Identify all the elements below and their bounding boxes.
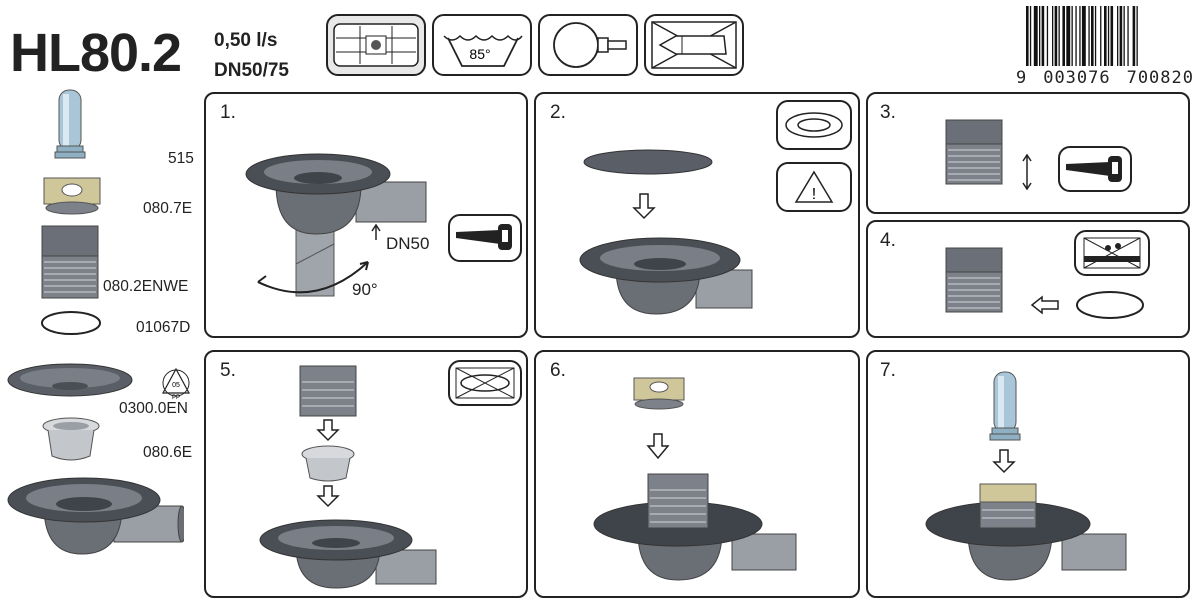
step-4-sleeve-illustration: [945, 247, 1003, 313]
barcode-bar: [1104, 6, 1107, 66]
barcode-bar: [1117, 6, 1119, 66]
barcode-bar: [1079, 6, 1081, 66]
barcode-bar: [1094, 6, 1097, 66]
no-lubricant-icon: [1074, 230, 1150, 276]
drain-body-illustration: [4, 470, 184, 560]
part-label-01067d: 01067D: [136, 319, 191, 336]
recycle-material: PP: [172, 395, 180, 400]
step-2-illustration: [579, 149, 753, 315]
no-flange-icon: [448, 360, 522, 406]
step-7-illustration: [925, 371, 1127, 581]
barcode-bars: [1026, 6, 1138, 66]
barcode-lead-digit: 9: [1016, 68, 1028, 88]
barcode-bar: [1026, 6, 1029, 66]
warning-icon: !: [776, 162, 852, 212]
insert-arrow-left-icon: [1030, 295, 1059, 315]
barcode-bar: [1062, 6, 1065, 66]
barcode-bar: [1081, 6, 1086, 66]
barcode-bar: [1046, 6, 1049, 66]
barcode-bar: [1091, 6, 1094, 66]
step-7-number: 7.: [880, 360, 896, 381]
step-1-angle-label: 90°: [352, 280, 378, 299]
barcode-bar: [1127, 6, 1129, 66]
step-1-panel: 1. DN50 90°: [204, 92, 528, 338]
height-adjust-arrow-icon: [1022, 153, 1032, 191]
no-pressure-cleaning-icon: [644, 14, 744, 76]
barcode-bar: [1054, 6, 1058, 66]
svg-text:!: !: [812, 186, 816, 203]
part-01067d-illustration: [40, 310, 102, 336]
temperature-label: 85°: [469, 46, 490, 62]
part-label-515: 515: [168, 150, 194, 167]
part-label-080-6e: 080.6E: [143, 444, 193, 461]
saw-icon-2: [1058, 146, 1132, 192]
barcode-group-1: 003076: [1043, 68, 1111, 88]
barcode: 9 003076 700820: [1016, 6, 1194, 88]
flange-icon: [776, 100, 852, 150]
part-label-080-2enwe: 080.2ENWE: [103, 278, 189, 295]
barcode-bar: [1123, 6, 1125, 66]
grate-icon: [326, 14, 426, 76]
barcode-bar: [1110, 6, 1114, 66]
trap-icon: [538, 14, 638, 76]
o-ring-icon: [1076, 291, 1144, 319]
step-1-illustration: [245, 153, 427, 297]
barcode-bar: [1107, 6, 1110, 66]
temperature-bowl-icon: 85°: [432, 14, 532, 76]
step-5-panel: 5.: [204, 350, 528, 598]
barcode-bar: [1033, 6, 1038, 66]
step-3-panel: 3.: [866, 92, 1190, 214]
part-0300-0en-illustration: [6, 360, 134, 404]
barcode-bar: [1066, 6, 1071, 66]
barcode-bar: [1136, 6, 1138, 66]
step-6-number: 6.: [550, 360, 566, 381]
part-label-0300-0en: 0300.0EN: [119, 400, 188, 417]
model-title: HL80.2: [10, 23, 182, 83]
barcode-bar: [1071, 6, 1073, 66]
barcode-bar: [1100, 6, 1102, 66]
saw-icon: [448, 214, 522, 262]
step-6-panel: 6.: [534, 350, 860, 598]
part-080-2enwe-illustration: [38, 224, 102, 302]
barcode-group-2: 700820: [1126, 68, 1194, 88]
barcode-bar: [1075, 6, 1077, 66]
part-515-illustration: [50, 84, 90, 166]
step-2-number: 2.: [550, 102, 566, 123]
dn-size: DN50/75: [214, 60, 289, 81]
barcode-bar: [1039, 6, 1041, 66]
spec-block: 0,50 l/s DN50/75: [214, 26, 289, 86]
barcode-bar: [1029, 6, 1032, 66]
step-5-number: 5.: [220, 360, 236, 381]
recycle-code: 05: [172, 382, 180, 389]
step-6-illustration: [593, 377, 797, 581]
step-1-number: 1.: [220, 102, 236, 123]
step-4-number: 4.: [880, 230, 896, 251]
step-3-sleeve-illustration: [945, 119, 1003, 185]
barcode-bar: [1132, 6, 1136, 66]
step-1-dn-label: DN50: [386, 234, 430, 253]
step-3-number: 3.: [880, 102, 896, 123]
step-2-panel: 2. !: [534, 92, 860, 338]
step-7-panel: 7.: [866, 350, 1190, 598]
step-4-panel: 4.: [866, 220, 1190, 338]
barcode-bar: [1052, 6, 1054, 66]
part-label-080-7e: 080.7E: [143, 200, 193, 217]
step-5-illustration: [259, 365, 437, 589]
part-080-7e-illustration: [42, 176, 102, 216]
recycle-symbol: 05 PP: [160, 366, 192, 400]
flow-rate: 0,50 l/s: [214, 30, 278, 51]
barcode-bar: [1088, 6, 1090, 66]
part-080-6e-illustration: [40, 416, 102, 466]
barcode-bar: [1119, 6, 1123, 66]
barcode-bar: [1041, 6, 1045, 66]
barcode-bar: [1058, 6, 1060, 66]
